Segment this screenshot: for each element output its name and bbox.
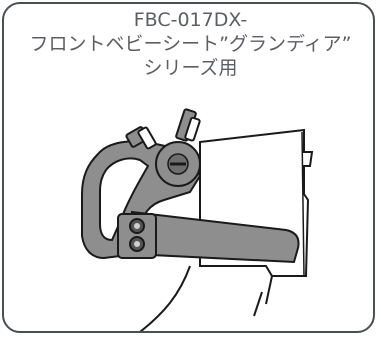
title-model-code: FBC-017DX- [133, 9, 248, 31]
top-clip-right [175, 108, 201, 142]
top-clip-left [125, 126, 157, 150]
product-card[interactable]: FBC-017DX- フロントベビーシート”グランディア” シリーズ用 [2, 2, 375, 333]
bolt-bottom-inner [134, 241, 140, 247]
mounting-bar [131, 210, 300, 264]
title-series-name: フロントベビーシート”グランディア” [29, 33, 352, 55]
cable [139, 265, 191, 331]
product-title: FBC-017DX- フロントベビーシート”グランディア” シリーズ用 [4, 8, 373, 80]
seat-edge [301, 131, 305, 277]
bracket-cutout [99, 157, 150, 242]
title-series-suffix: シリーズ用 [143, 57, 238, 79]
bolt-top-inner [134, 223, 140, 229]
seat-leg [253, 275, 273, 317]
product-illustration-icon [81, 108, 314, 331]
